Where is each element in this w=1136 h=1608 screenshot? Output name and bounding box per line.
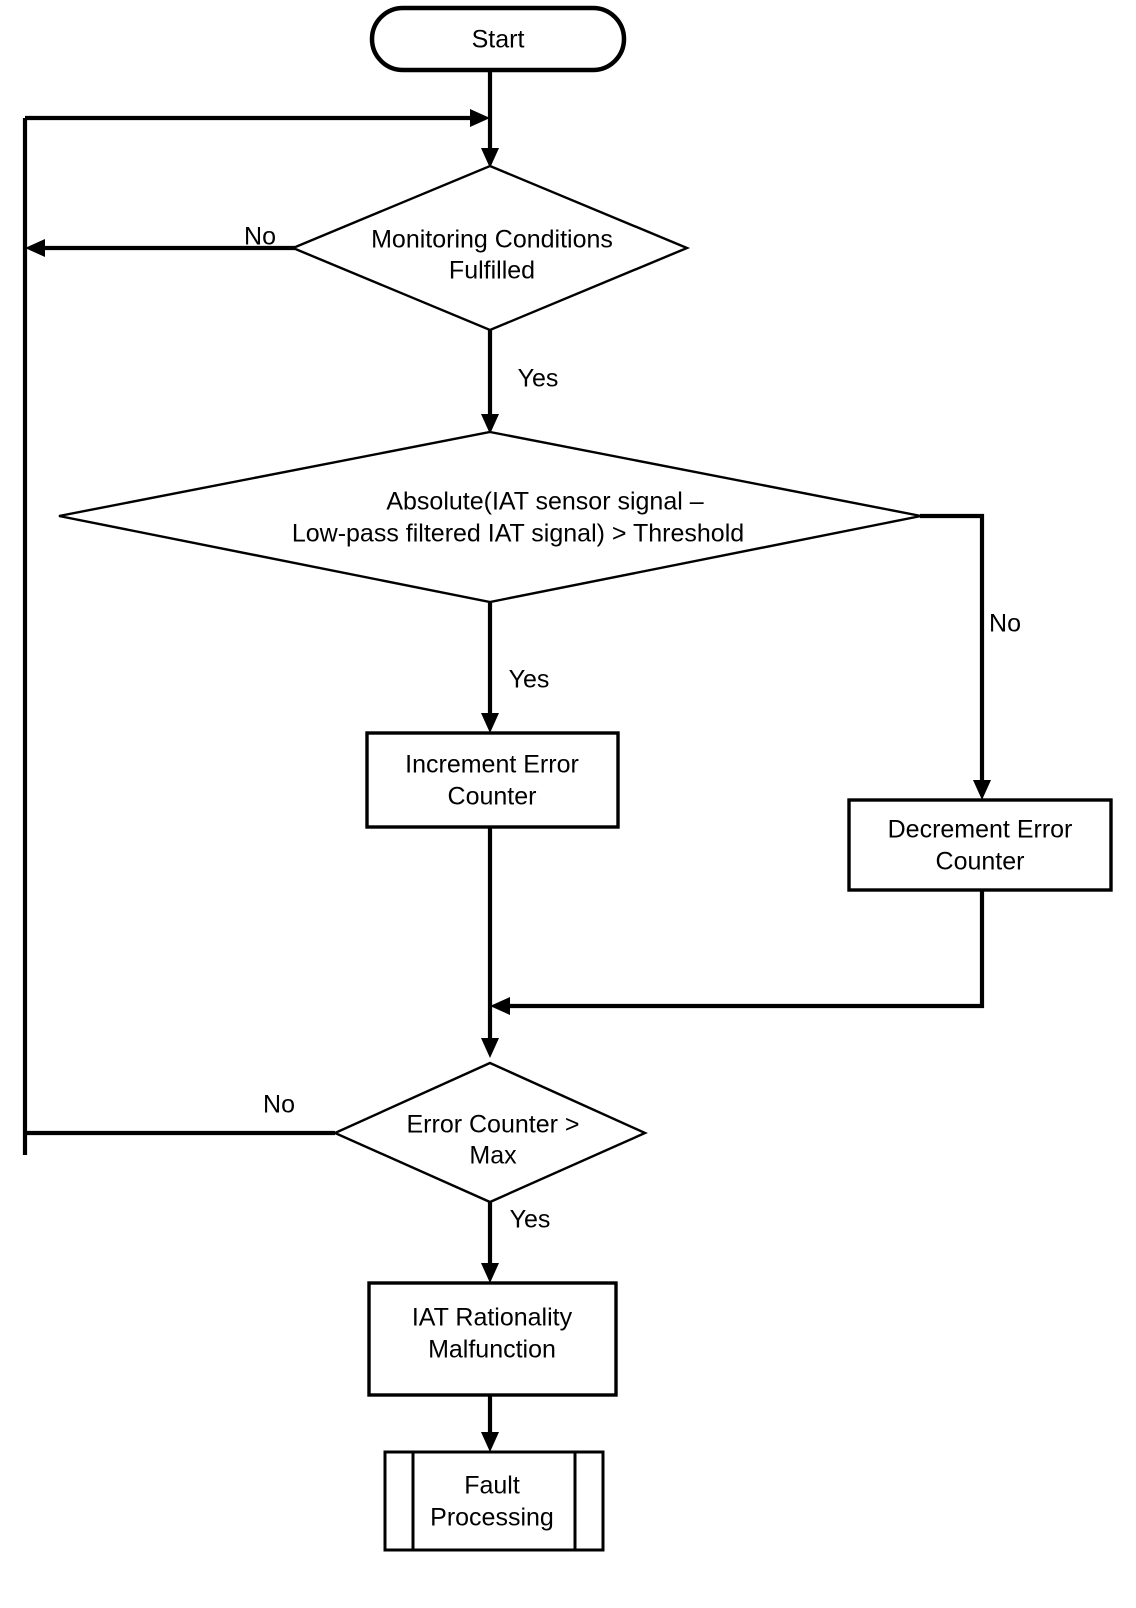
node-fault-processing[interactable]: Fault Processing: [383, 1450, 605, 1552]
arrowhead-into-iat-malfunction: [481, 1263, 499, 1283]
edge-label-counter-yes: Yes: [510, 1206, 551, 1234]
edge-label-monitoring-yes: Yes: [518, 365, 559, 393]
node-decrement-counter[interactable]: Decrement Error Counter: [847, 798, 1113, 892]
error-counter-label-line2: Max: [469, 1142, 517, 1170]
edge-labels-layer: No Yes Yes No No Yes: [244, 223, 1021, 1234]
iat-malfunction-label-line1: IAT Rationality: [412, 1304, 573, 1332]
iat-malfunction-process-shape: [367, 1281, 618, 1397]
edge-threshold-no: [920, 513, 985, 790]
fault-processing-label-line1: Fault: [464, 1472, 520, 1500]
arrowhead-into-decrement: [973, 780, 991, 800]
edge-label-threshold-yes: Yes: [509, 666, 550, 694]
increment-label-line1: Increment Error: [405, 751, 579, 779]
edge-decrement-to-merge: [502, 890, 985, 1009]
edge-label-monitoring-no: No: [244, 223, 276, 251]
decrement-process-shape: [847, 798, 1113, 892]
increment-process-shape: [365, 731, 620, 829]
arrowhead-loopback-into-trunk: [470, 109, 490, 127]
node-absolute-threshold[interactable]: Absolute(IAT sensor signal – Low-pass fi…: [58, 430, 922, 604]
node-monitoring-conditions[interactable]: Monitoring Conditions Fulfilled: [289, 164, 691, 332]
iat-malfunction-label-line2: Malfunction: [428, 1336, 556, 1364]
decrement-label-line1: Decrement Error: [888, 816, 1073, 844]
arrowhead-decrement-merge: [490, 997, 510, 1015]
node-error-counter-max[interactable]: Error Counter > Max: [332, 1061, 648, 1204]
monitoring-label-line1: Monitoring Conditions: [371, 226, 613, 254]
error-counter-label-line1: Error Counter >: [407, 1111, 580, 1139]
fault-processing-shape: [383, 1450, 605, 1552]
edges-layer: [22, 70, 991, 1452]
threshold-decision-shape: [58, 430, 922, 604]
threshold-label-line1: Absolute(IAT sensor signal –: [386, 488, 703, 516]
arrowhead-into-threshold: [481, 414, 499, 434]
arrowhead-monitoring-no: [25, 239, 45, 257]
start-label: Start: [472, 26, 525, 54]
arrowhead-into-increment: [481, 713, 499, 733]
node-iat-malfunction[interactable]: IAT Rationality Malfunction: [367, 1281, 618, 1397]
decrement-label-line2: Counter: [936, 848, 1025, 876]
increment-label-line2: Counter: [448, 783, 537, 811]
arrowhead-into-monitoring: [481, 148, 499, 168]
monitoring-label-line2: Fulfilled: [449, 257, 535, 285]
arrowhead-into-fault-processing: [481, 1432, 499, 1452]
edge-label-threshold-no: No: [989, 610, 1021, 638]
start-terminator-shape: [369, 5, 627, 73]
node-increment-counter[interactable]: Increment Error Counter: [365, 731, 620, 829]
monitoring-decision-shape: [289, 164, 691, 332]
node-start[interactable]: Start: [369, 5, 627, 73]
arrowhead-into-error-counter: [481, 1038, 499, 1058]
edge-label-counter-no: No: [263, 1091, 295, 1119]
fault-processing-label-line2: Processing: [430, 1504, 554, 1532]
error-counter-decision-shape: [332, 1061, 648, 1204]
threshold-label-line2: Low-pass filtered IAT signal) > Threshol…: [292, 520, 744, 548]
